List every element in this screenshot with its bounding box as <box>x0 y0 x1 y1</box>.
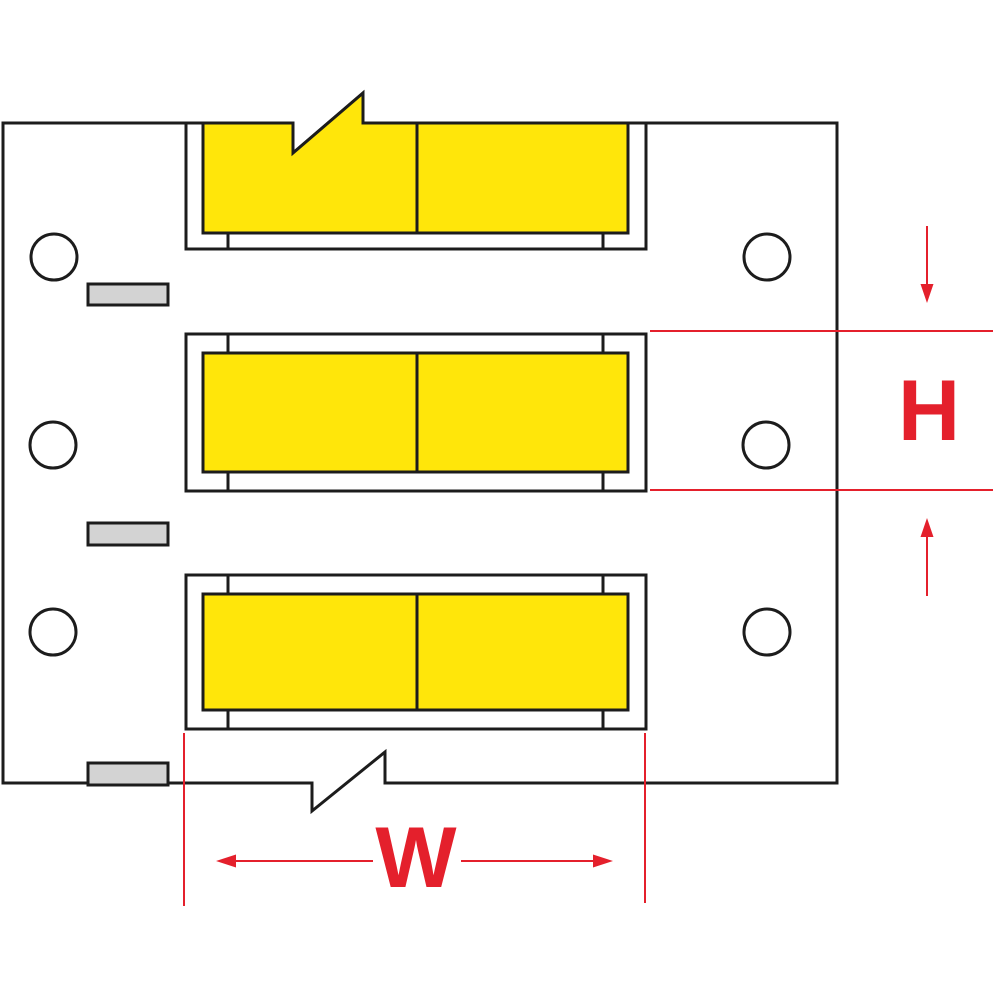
feed-hole <box>741 420 791 470</box>
feed-hole <box>742 232 792 282</box>
feed-holes <box>28 232 792 657</box>
height-dimension-label: H <box>898 363 960 459</box>
label-window-row-1 <box>184 123 648 251</box>
registration-mark <box>86 761 170 787</box>
width-dimension-label: W <box>375 810 457 906</box>
registration-marks <box>86 282 170 787</box>
label-window-row-2 <box>184 332 648 493</box>
window-tab-lines-row-2 <box>226 334 605 491</box>
height-dimension-lines <box>650 226 993 596</box>
feed-hole <box>28 607 78 657</box>
feed-hole <box>28 420 78 470</box>
window-tab-lines-row-1 <box>226 233 605 249</box>
registration-mark <box>86 282 170 307</box>
registration-mark <box>86 521 170 547</box>
window-tab-lines-row-3 <box>226 575 605 729</box>
width-dimension-lines <box>183 733 646 906</box>
feed-hole <box>742 607 792 657</box>
feed-hole <box>29 232 79 282</box>
label-window-row-3 <box>184 573 648 731</box>
